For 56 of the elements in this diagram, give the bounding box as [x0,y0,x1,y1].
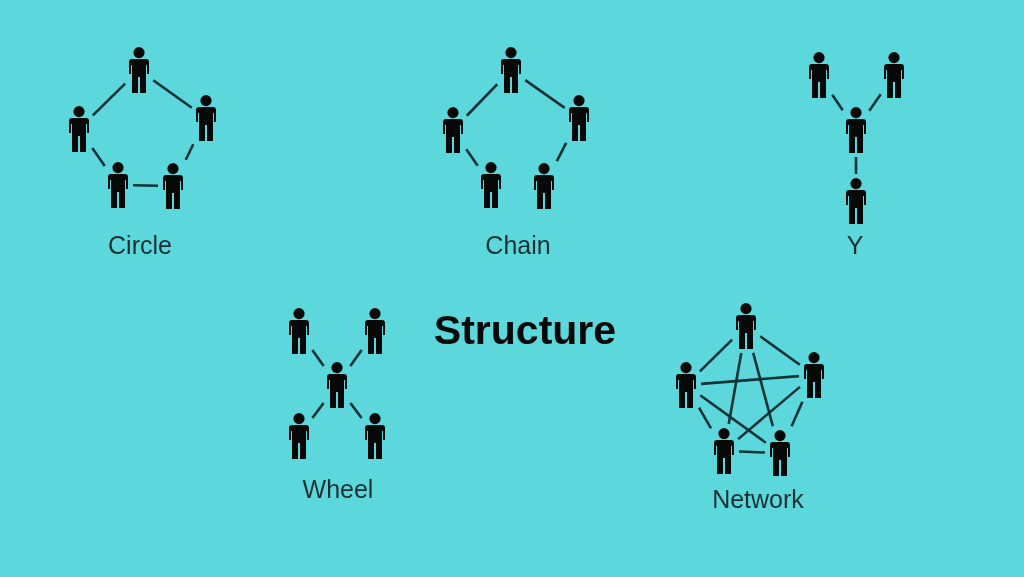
person-icon [769,430,791,476]
connector-line [831,93,844,112]
person-icon [808,52,830,98]
connector-line [737,385,801,441]
connector-line [91,82,127,117]
connector-line [132,183,159,188]
structure-name: Circle [108,231,172,260]
connector-line [349,402,363,419]
person-icon [803,352,825,398]
person-icon [162,163,184,209]
connector-line [184,143,195,161]
person-icon [288,308,310,354]
connector-line [465,148,479,167]
structure-name: Chain [485,231,551,260]
connector-line [698,338,734,373]
connector-line [700,374,800,386]
connector-line [465,83,499,117]
connector-line [854,157,858,174]
person-icon [364,413,386,459]
person-icon [533,163,555,209]
connector-line [349,349,363,367]
person-icon [845,107,867,153]
connector-line [759,335,801,366]
person-icon [883,52,905,98]
person-icon [442,107,464,153]
structure-name: Y [846,231,864,260]
person-icon [364,308,386,354]
connector-line [555,142,568,162]
connector-line [699,394,767,444]
person-icon [675,362,697,408]
connector-line [868,93,882,112]
structure-name: Wheel [302,475,374,504]
person-icon [568,95,590,141]
structure-name: Network [712,485,804,514]
connector-line [738,450,766,454]
person-icon [735,303,757,349]
connector-line [727,352,743,425]
connector-line [311,402,325,419]
connector-line [152,79,193,109]
connector-line [91,147,106,167]
title: Structure [433,307,617,355]
connector-line [790,401,804,427]
person-icon [195,95,217,141]
person-icon [107,162,129,208]
connector-line [697,406,713,430]
person-icon [68,106,90,152]
person-icon [288,413,310,459]
person-icon [500,47,522,93]
person-icon [845,178,867,224]
person-icon [480,162,502,208]
connector-line [524,79,566,109]
person-icon [128,47,150,93]
connector-line [751,352,775,427]
connector-line [311,349,325,367]
person-icon [713,428,735,474]
person-icon [326,362,348,408]
